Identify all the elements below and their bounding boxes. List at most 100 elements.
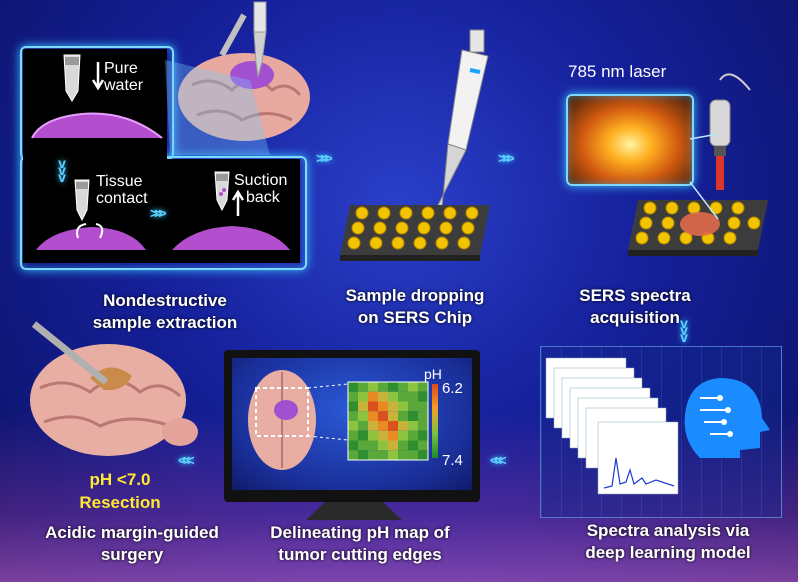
tissue-mound [172,226,290,250]
ai-head-icon [684,378,770,458]
heatmap-cell [418,450,428,460]
heatmap-cell [368,401,378,412]
heatmap-cell [408,430,418,441]
sers-chip [340,205,490,261]
ph-scale-max: 7.4 [442,452,463,469]
right-chevron-arrow: >>> [316,150,332,166]
heatmap-cell [348,421,358,431]
heatmap-cell [398,401,408,412]
heatmap-cell [408,421,418,431]
heatmap-cell [378,391,388,402]
heatmap-cell [378,450,388,460]
heatmap-cell [388,391,398,402]
heatmap-cell [418,411,428,421]
ph-heatmap [347,381,429,461]
zoom-dashed-lines [307,383,349,441]
tissue-mound [31,112,163,139]
heatmap-cell [418,430,428,441]
right-chevron-arrow: >>> [498,150,514,166]
laser-label: 785 nm laser [568,62,667,81]
heatmap-cell [378,440,388,451]
heatmap-cell [378,401,388,412]
heatmap-cell [398,440,408,451]
heatmap-cell [398,421,408,431]
heatmap-cell [398,430,408,441]
pipette-icon [431,29,489,217]
heatmap-cell [388,382,398,392]
heatmap-cell [348,411,358,421]
heatmap-cell [418,421,428,431]
tissue-mound [36,223,146,250]
pipette-tip-icon [74,179,90,222]
heatmap-cell [368,382,378,392]
heatmap-cell [358,401,368,412]
heatmap-cell [408,411,418,421]
heatmap-cell [398,391,408,402]
heatmap-cell [378,430,388,441]
heatmap-cell [408,391,418,402]
heatmap-cell [388,440,398,451]
heatmap-cell [378,382,388,392]
heatmap-cell [418,391,428,402]
heatmap-cell [368,450,378,460]
heatmap-cell [408,440,418,451]
resection-label: Resection [79,493,161,512]
heatmap-cell [398,411,408,421]
heatmap-cell [398,450,408,460]
heatmap-cell [368,411,378,421]
heatmap-cell [418,401,428,412]
left-chevron-arrow: <<< [178,452,194,468]
heatmap-cell [358,450,368,460]
down-arrow-icon [91,62,105,91]
pipette-tip-icon [214,171,230,212]
ph-colorbar [432,384,438,458]
left-chevron-arrow: <<< [490,452,506,468]
molecule-inset [566,94,694,186]
heatmap-cell [348,382,358,392]
heatmap-cell [388,401,398,412]
heatmap-cell [368,421,378,431]
ph-scale-min: 6.2 [442,380,463,397]
brain-topview [248,370,316,470]
heatmap-cell [348,401,358,412]
brain-image [178,13,310,141]
heatmap-cell [358,421,368,431]
ph-threshold-label: pH <7.0 [89,470,151,489]
zoom-indicator [165,60,270,155]
heatmap-cell [348,430,358,441]
heatmap-cell [388,450,398,460]
heatmap-cell [418,382,428,392]
laser-spot-lines [689,133,719,220]
heatmap-cell [398,382,408,392]
heatmap-cell [348,440,358,451]
brain-resection-image [30,321,198,456]
heatmap-cell [408,382,418,392]
heatmap-cell [368,391,378,402]
spectra-stack [545,357,679,495]
heatmap-cell [388,421,398,431]
heatmap-cell [358,411,368,421]
heatmap-cell [378,411,388,421]
heatmap-cell [378,421,388,431]
sers-chip [628,200,768,256]
heatmap-cell [408,450,418,460]
heatmap-cell [358,391,368,402]
heatmap-cell [348,450,358,460]
heatmap-cell [408,401,418,412]
heatmap-cell [418,440,428,451]
right-chevron-arrow: >>> [150,205,166,221]
heatmap-cell [368,440,378,451]
pipette-tip-icon [63,54,81,102]
heatmap-cell [368,430,378,441]
heatmap-cell [358,382,368,392]
